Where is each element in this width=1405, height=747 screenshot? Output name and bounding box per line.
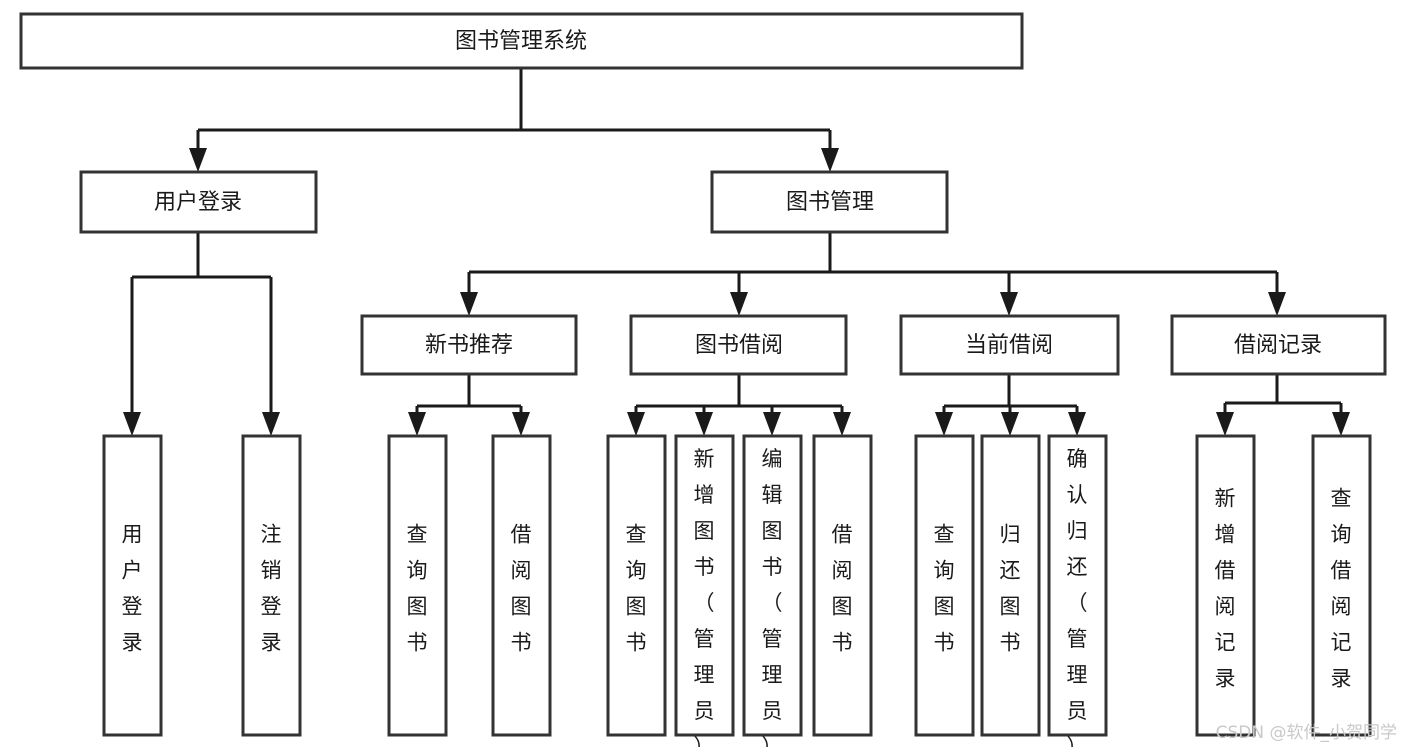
node-leaf-user-login-label: 用户登录 <box>122 523 143 655</box>
node-leaf-borrow-book-2-box[interactable] <box>812 434 873 737</box>
node-leaf-query-record-box[interactable] <box>1311 434 1372 737</box>
node-root-label: 图书管理系统 <box>455 29 587 54</box>
node-leaf-return-book[interactable]: 归还图书 <box>980 434 1041 737</box>
arrowhead-leaf-user-logout <box>262 412 280 436</box>
node-book-borrow[interactable]: 图书借阅 <box>629 314 848 376</box>
node-leaf-return-book-box[interactable] <box>980 434 1041 737</box>
node-current-borrow-box[interactable] <box>899 314 1120 376</box>
node-leaf-borrow-book-2-label: 借阅图书 <box>832 523 853 655</box>
arrowhead-leaf-return-book <box>1001 412 1019 436</box>
node-current-borrow-label: 当前借阅 <box>965 333 1053 358</box>
arrowhead-leaf-query-book-3 <box>935 412 953 436</box>
node-book-manage-label: 图书管理 <box>786 190 874 215</box>
arrowhead-book-borrow <box>730 292 748 316</box>
arrowhead-new-book-recommend <box>460 292 478 316</box>
node-leaf-query-record-label: 查询借阅记录 <box>1331 487 1352 691</box>
node-leaf-user-logout[interactable]: 注销登录 <box>241 434 302 737</box>
node-leaf-confirm-return[interactable]: 确认归还（管理员） <box>1047 434 1108 747</box>
arrowhead-leaf-edit-book <box>763 412 781 436</box>
arrowhead-leaf-query-book-1 <box>408 412 426 436</box>
node-book-manage[interactable]: 图书管理 <box>710 170 949 234</box>
node-leaf-user-logout-box[interactable] <box>241 434 302 737</box>
node-leaf-query-book-3-box[interactable] <box>914 434 975 737</box>
node-book-borrow-label: 图书借阅 <box>695 333 783 358</box>
node-leaf-add-record-label: 新增借阅记录 <box>1215 487 1236 691</box>
node-new-book-recommend-label: 新书推荐 <box>425 333 513 358</box>
node-book-manage-box[interactable] <box>710 170 949 234</box>
node-borrow-record-box[interactable] <box>1170 314 1387 376</box>
node-leaf-add-book[interactable]: 新增图书（管理员） <box>674 434 735 747</box>
node-leaf-edit-book-box[interactable] <box>742 434 803 737</box>
node-book-borrow-box[interactable] <box>629 314 848 376</box>
node-new-book-recommend[interactable]: 新书推荐 <box>360 314 578 376</box>
node-leaf-add-record[interactable]: 新增借阅记录 <box>1195 434 1256 737</box>
node-leaf-edit-book-label: 编辑图书（管理员） <box>762 447 783 747</box>
arrowhead-leaf-add-book <box>695 412 713 436</box>
node-leaf-user-login-box[interactable] <box>102 434 163 737</box>
arrowhead-leaf-query-book-2 <box>627 412 645 436</box>
node-leaf-query-book-2-box[interactable] <box>606 434 667 737</box>
arrowhead-current-borrow <box>1000 292 1018 316</box>
node-leaf-confirm-return-box[interactable] <box>1047 434 1108 737</box>
node-root[interactable]: 图书管理系统 <box>19 12 1024 70</box>
node-leaf-borrow-book-1[interactable]: 借阅图书 <box>491 434 552 737</box>
node-user-login-label: 用户登录 <box>154 190 242 215</box>
node-user-login[interactable]: 用户登录 <box>79 170 318 234</box>
arrowhead-leaf-borrow-book-2 <box>833 412 851 436</box>
arrowhead-leaf-borrow-book-1 <box>512 412 530 436</box>
node-leaf-return-book-label: 归还图书 <box>1000 523 1021 655</box>
node-leaf-confirm-return-label: 确认归还（管理员） <box>1067 447 1088 747</box>
node-leaf-add-book-label: 新增图书（管理员） <box>694 447 715 747</box>
node-leaf-user-login[interactable]: 用户登录 <box>102 434 163 737</box>
arrowhead-leaf-query-record <box>1332 412 1350 436</box>
arrowhead-borrow-record <box>1268 292 1286 316</box>
arrowhead-book-manage <box>821 148 839 172</box>
node-leaf-query-book-1-box[interactable] <box>387 434 448 737</box>
node-leaf-borrow-book-2[interactable]: 借阅图书 <box>812 434 873 737</box>
node-leaf-query-book-2-label: 查询图书 <box>626 523 647 655</box>
node-current-borrow[interactable]: 当前借阅 <box>899 314 1120 376</box>
node-borrow-record[interactable]: 借阅记录 <box>1170 314 1387 376</box>
node-leaf-query-book-3[interactable]: 查询图书 <box>914 434 975 737</box>
arrowhead-user-login <box>189 148 207 172</box>
node-leaf-add-book-box[interactable] <box>674 434 735 737</box>
node-user-login-box[interactable] <box>79 170 318 234</box>
arrowhead-leaf-add-record <box>1216 412 1234 436</box>
node-leaf-add-record-box[interactable] <box>1195 434 1256 737</box>
node-borrow-record-label: 借阅记录 <box>1234 333 1322 358</box>
arrowhead-leaf-confirm-return <box>1068 412 1086 436</box>
node-new-book-recommend-box[interactable] <box>360 314 578 376</box>
node-leaf-query-book-3-label: 查询图书 <box>934 523 955 655</box>
node-leaf-query-book-1-label: 查询图书 <box>407 523 428 655</box>
node-leaf-query-book-1[interactable]: 查询图书 <box>387 434 448 737</box>
node-leaf-borrow-book-1-label: 借阅图书 <box>511 523 532 655</box>
node-leaf-query-record[interactable]: 查询借阅记录 <box>1311 434 1372 737</box>
node-root-box[interactable] <box>19 12 1024 70</box>
node-leaf-query-book-2[interactable]: 查询图书 <box>606 434 667 737</box>
node-leaf-user-logout-label: 注销登录 <box>261 523 282 655</box>
connectors <box>123 68 1350 436</box>
node-leaf-edit-book[interactable]: 编辑图书（管理员） <box>742 434 803 747</box>
arrowhead-leaf-user-login <box>123 412 141 436</box>
node-leaf-borrow-book-1-box[interactable] <box>491 434 552 737</box>
